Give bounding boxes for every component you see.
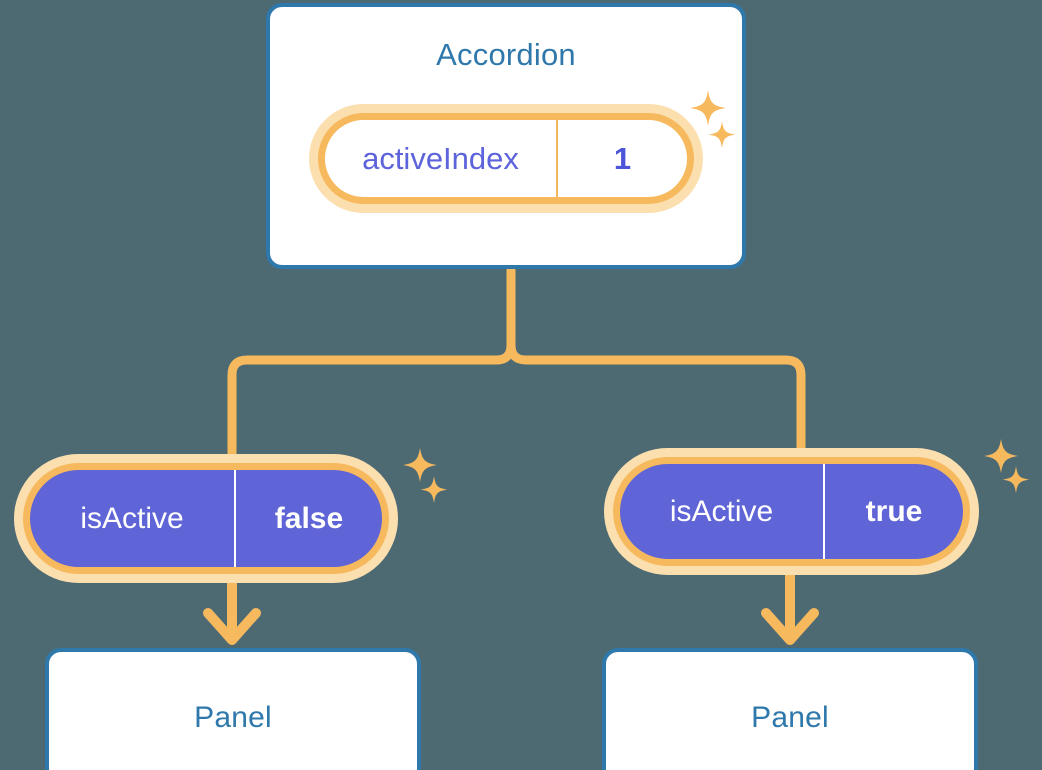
state-value-is-active-left: false [274,501,344,535]
panel-component-card-right[interactable]: Panel [602,648,978,770]
state-pill-active-index[interactable]: activeIndex 1 [318,113,694,204]
state-key-active-index: activeIndex [325,120,558,197]
panel-component-card-left[interactable]: Panel [45,648,421,770]
sparkle-icon-accordion-small [708,121,736,149]
sparkle-icon-right-large [984,439,1018,473]
sparkle-icon-right-small [1002,466,1030,494]
arrow-left-to-panel-head [203,608,261,645]
state-key-is-active-left: isActive [30,470,236,567]
accordion-title: Accordion [436,37,576,72]
state-value-active-index: 1 [613,140,632,176]
state-pill-is-active-left[interactable]: isActive false [23,463,389,574]
panel-title-right: Panel [751,701,829,734]
sparkle-icon-left-small [420,476,448,504]
arrow-right-to-panel-head [761,608,819,645]
connector-tree-path [506,265,806,460]
sparkle-icon-left-large [403,448,437,482]
sparkle-icon-accordion-large [690,90,726,126]
panel-title-left: Panel [194,701,272,734]
state-value-is-active-right: true [865,494,923,528]
state-pill-is-active-right[interactable]: isActive true [613,457,970,566]
connector-tree-path-left [227,340,516,467]
state-key-is-active-right: isActive [620,464,825,559]
